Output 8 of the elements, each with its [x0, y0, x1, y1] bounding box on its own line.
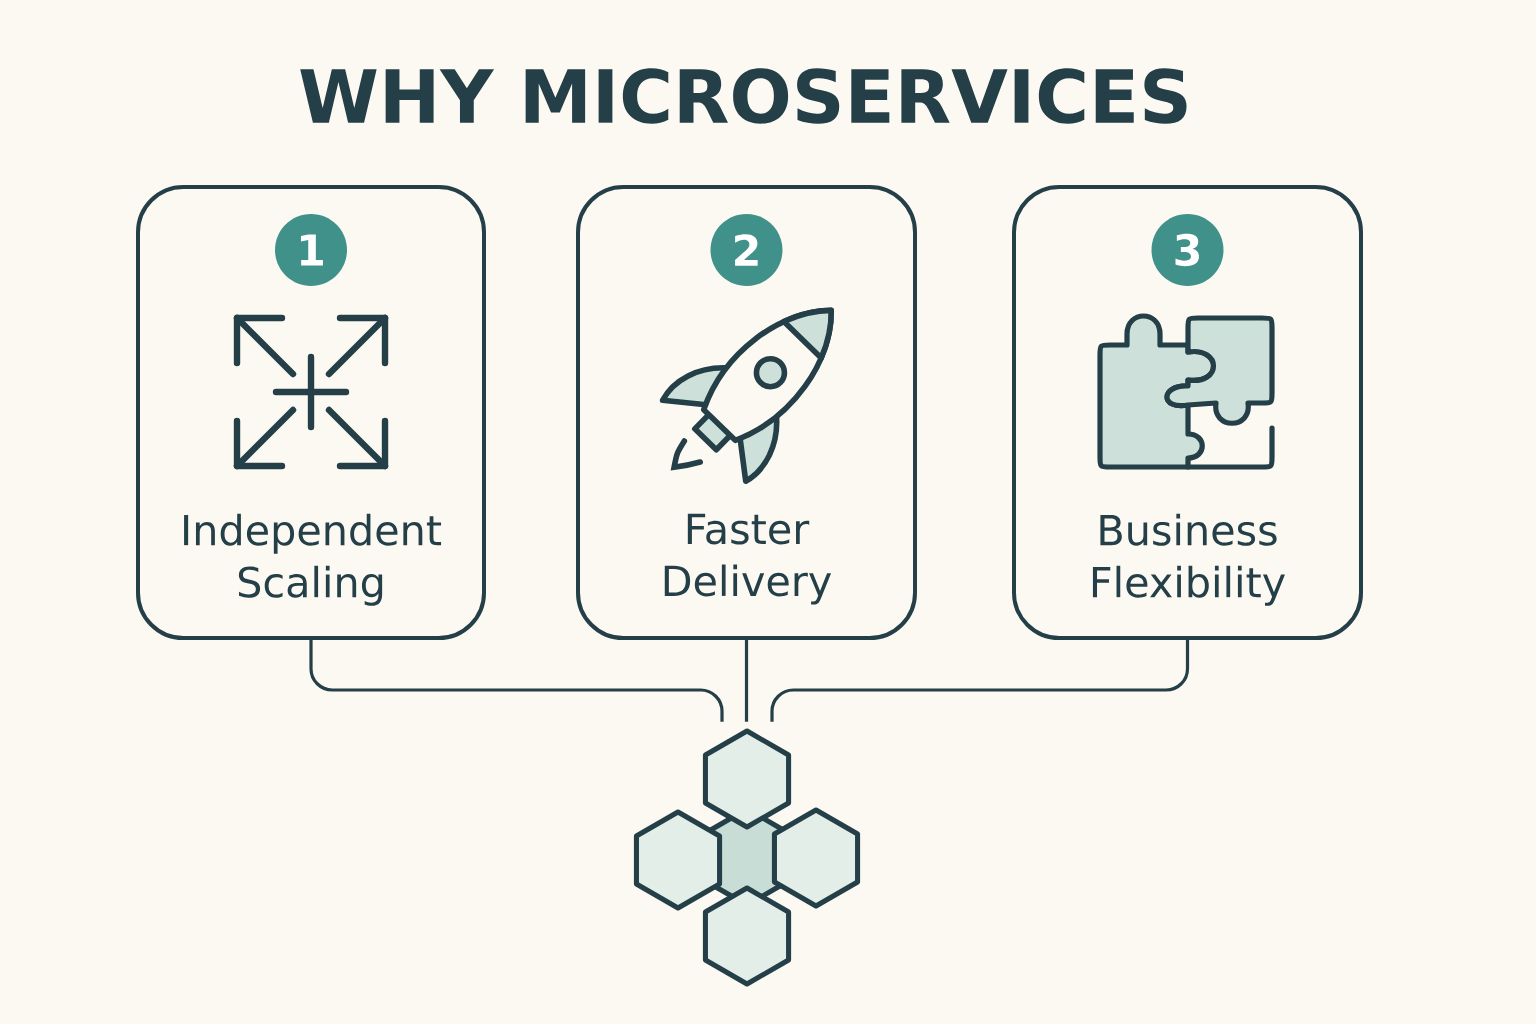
number-badge: 1 [275, 214, 347, 286]
number-badge: 2 [710, 214, 783, 286]
connector-line [770, 640, 1190, 722]
connector-line [309, 640, 724, 722]
number-badge: 3 [1151, 214, 1224, 286]
hexagon-cluster [633, 728, 861, 987]
connector-line [744, 640, 749, 722]
title: WHY MICROSERVICES [300, 68, 1187, 124]
